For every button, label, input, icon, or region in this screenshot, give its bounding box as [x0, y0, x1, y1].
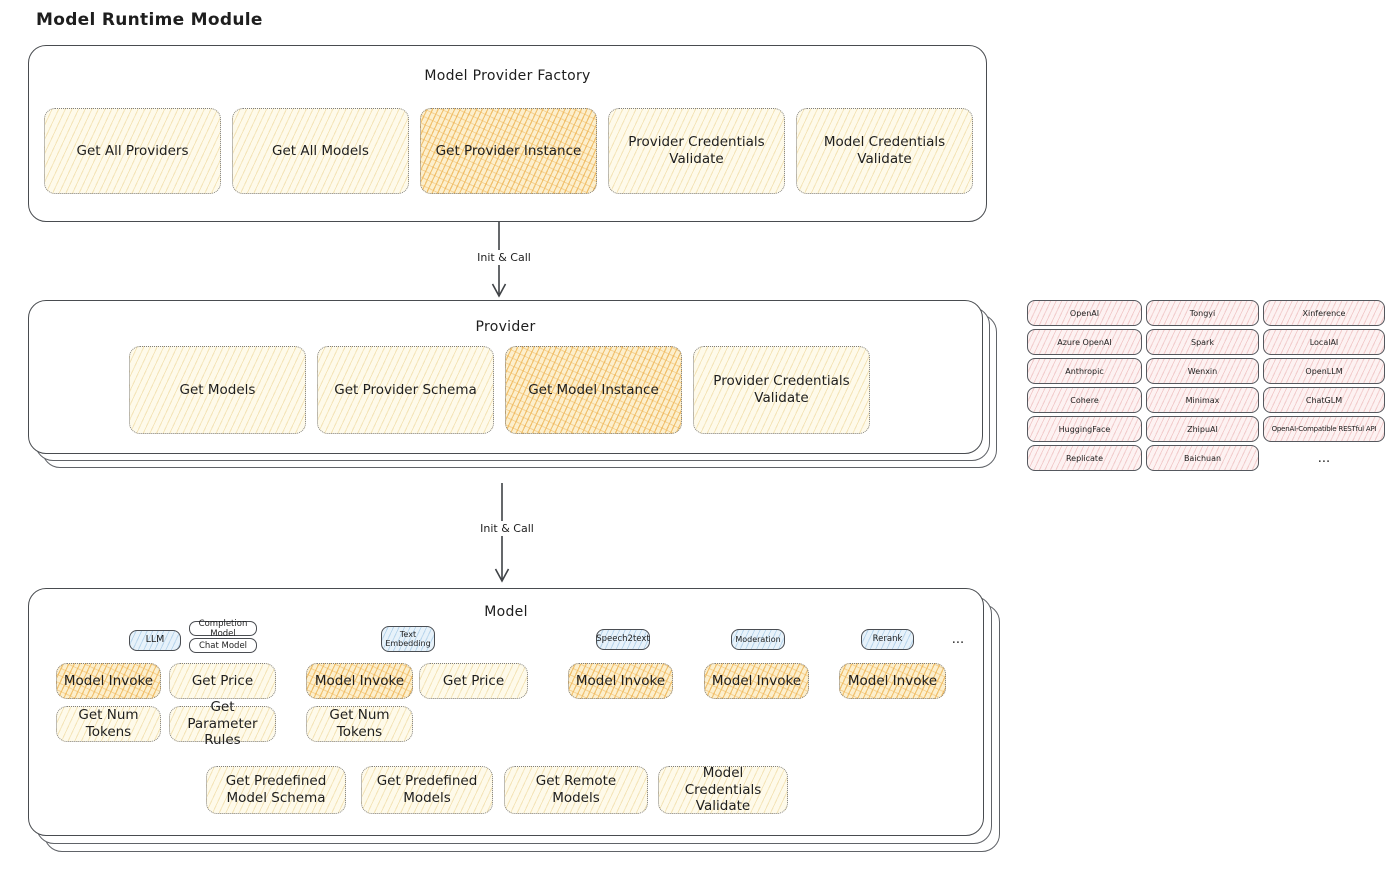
provider-title: Provider	[475, 319, 536, 335]
provider-azure-openai: Azure OpenAI	[1027, 329, 1142, 355]
rerank-model-invoke-box: Model Invoke	[839, 663, 946, 699]
get-model-instance-box: Get Model Instance	[505, 346, 682, 434]
model-provider-factory-section: Model Provider Factory Get All Providers…	[28, 45, 987, 222]
model-credentials-validate-box-2: Model Credentials Validate	[658, 765, 788, 814]
provider-tongyi: Tongyi	[1146, 300, 1259, 326]
provider-chatglm: ChatGLM	[1263, 387, 1385, 413]
provider-credentials-validate-box: Provider Credentials Validate	[608, 108, 785, 194]
get-models-box: Get Models	[129, 346, 306, 434]
provider-replicate: Replicate	[1027, 445, 1142, 471]
provider-openllm: OpenLLM	[1263, 358, 1385, 384]
text-embedding-chip: Text Embedding	[381, 626, 435, 652]
embedding-model-invoke-box: Model Invoke	[306, 663, 413, 699]
get-all-models-box: Get All Models	[232, 108, 409, 194]
provider-list-ellipsis: ...	[1317, 450, 1331, 466]
provider-xinference: Xinference	[1263, 300, 1385, 326]
chat-model-chip: Chat Model	[189, 638, 257, 653]
rerank-chip: Rerank	[861, 629, 914, 650]
model-types-ellipsis: ...	[951, 632, 965, 647]
provider-credentials-validate-box-2: Provider Credentials Validate	[693, 346, 870, 434]
provider-spark: Spark	[1146, 329, 1259, 355]
provider-zhipuai: ZhipuAI	[1146, 416, 1259, 442]
model-credentials-validate-box: Model Credentials Validate	[796, 108, 973, 194]
page-title: Model Runtime Module	[36, 10, 263, 30]
provider-openai-compatible: OpenAI-Compatible RESTful API	[1263, 416, 1385, 442]
get-provider-schema-box: Get Provider Schema	[317, 346, 494, 434]
completion-model-chip: Completion Model	[189, 619, 257, 639]
get-predefined-model-schema-box: Get Predefined Model Schema	[206, 766, 346, 814]
provider-minimax: Minimax	[1146, 387, 1259, 413]
init-call-label-1: Init & Call	[462, 250, 546, 265]
llm-get-num-tokens-box: Get Num Tokens	[56, 706, 161, 742]
llm-model-invoke-box: Model Invoke	[56, 663, 161, 699]
provider-actions-row: Get Models Get Provider Schema Get Model…	[129, 346, 870, 434]
provider-baichuan: Baichuan	[1146, 445, 1259, 471]
provider-localai: LocalAI	[1263, 329, 1385, 355]
init-call-label-2: Init & Call	[465, 521, 549, 536]
provider-huggingface: HuggingFace	[1027, 416, 1142, 442]
provider-cohere: Cohere	[1027, 387, 1142, 413]
llm-chip: LLM	[129, 630, 181, 651]
llm-get-price-box: Get Price	[169, 663, 276, 699]
provider-anthropic: Anthropic	[1027, 358, 1142, 384]
provider-list: OpenAI Tongyi Xinference Azure OpenAI Sp…	[1027, 300, 1385, 471]
moderation-chip: Moderation	[731, 629, 785, 650]
provider-wenxin: Wenxin	[1146, 358, 1259, 384]
model-section: Model LLM Completion Model Chat Model Te…	[28, 588, 984, 836]
get-predefined-models-box: Get Predefined Models	[361, 766, 493, 814]
factory-actions-row: Get All Providers Get All Models Get Pro…	[44, 108, 973, 194]
embedding-get-num-tokens-box: Get Num Tokens	[306, 706, 413, 742]
get-remote-models-box: Get Remote Models	[504, 766, 648, 814]
embedding-get-price-box: Get Price	[419, 663, 528, 699]
model-title: Model	[484, 604, 528, 620]
moderation-model-invoke-box: Model Invoke	[704, 663, 809, 699]
provider-openai: OpenAI	[1027, 300, 1142, 326]
get-all-providers-box: Get All Providers	[44, 108, 221, 194]
get-provider-instance-box: Get Provider Instance	[420, 108, 597, 194]
provider-section: Provider Get Models Get Provider Schema …	[28, 300, 983, 454]
factory-title: Model Provider Factory	[424, 68, 591, 84]
speech2text-model-invoke-box: Model Invoke	[568, 663, 673, 699]
speech2text-chip: Speech2text	[596, 629, 650, 650]
llm-get-parameter-rules-box: Get Parameter Rules	[169, 699, 276, 748]
